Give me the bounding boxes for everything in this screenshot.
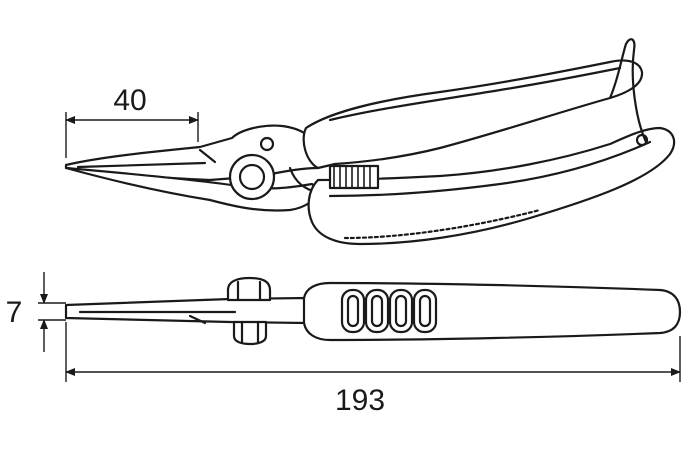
dim-blade-length	[65, 112, 199, 158]
pivot-outer	[228, 153, 276, 201]
lower-handle-inner	[328, 140, 652, 198]
pivot-inner	[238, 163, 266, 191]
nut-top	[226, 276, 272, 302]
dim-thickness-label: 7	[6, 296, 23, 329]
blade-bevel	[198, 148, 217, 164]
bottom-view-shears	[64, 276, 682, 346]
dim-thickness	[38, 272, 66, 352]
lower-handle-grip	[343, 208, 542, 240]
grip-ridges	[340, 288, 438, 334]
dim-overall-length-label: 193	[335, 384, 385, 417]
blade-top-view	[64, 296, 308, 325]
nut-bottom	[232, 320, 268, 346]
top-view-shears	[64, 38, 676, 246]
blade-bevel-bottom	[188, 314, 207, 325]
upper-handle-ridge	[328, 66, 622, 122]
spring-coils	[333, 165, 371, 189]
lock-pin	[635, 133, 649, 147]
rivet-hole	[259, 136, 275, 152]
lock-loop	[608, 38, 648, 144]
dim-blade-length-label: 40	[113, 84, 146, 117]
spring	[328, 164, 380, 190]
dim-overall-length	[65, 322, 681, 382]
blade-edge	[76, 161, 207, 169]
